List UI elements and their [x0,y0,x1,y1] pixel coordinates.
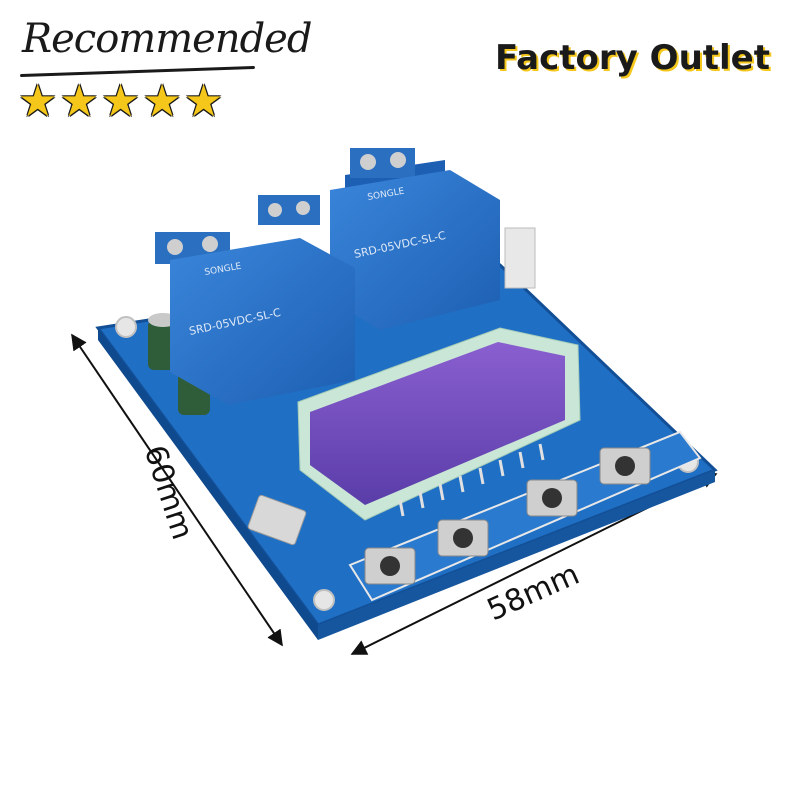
recommended-badge: Recommended ★ ★ ★ ★ ★ [18,10,312,130]
star-icon: ★ [142,76,182,127]
mounting-hole [313,589,335,611]
lcd-display [297,327,581,521]
relay-front: SONGLE SRD-05VDC-SL-C [155,232,355,405]
star-icon: ★ [18,76,58,127]
factory-outlet-label: Factory Outlet [494,38,770,78]
star-icon: ★ [183,76,224,127]
star-icon: ★ [59,76,99,127]
relay-back: SONGLE SRD-05VDC-SL-C [330,148,500,330]
mounting-hole [115,316,137,338]
tactile-button [599,447,651,485]
tactile-button [526,479,578,517]
terminal-block [258,195,320,225]
pin-connector [504,227,536,289]
star-rating: ★ ★ ★ ★ ★ [18,80,223,124]
tactile-button [364,547,416,585]
height-dimension-arrow [71,333,283,647]
tactile-button [437,519,489,557]
micro-usb-port [247,494,307,546]
recommended-title: Recommended [22,16,312,62]
star-icon: ★ [100,76,141,127]
